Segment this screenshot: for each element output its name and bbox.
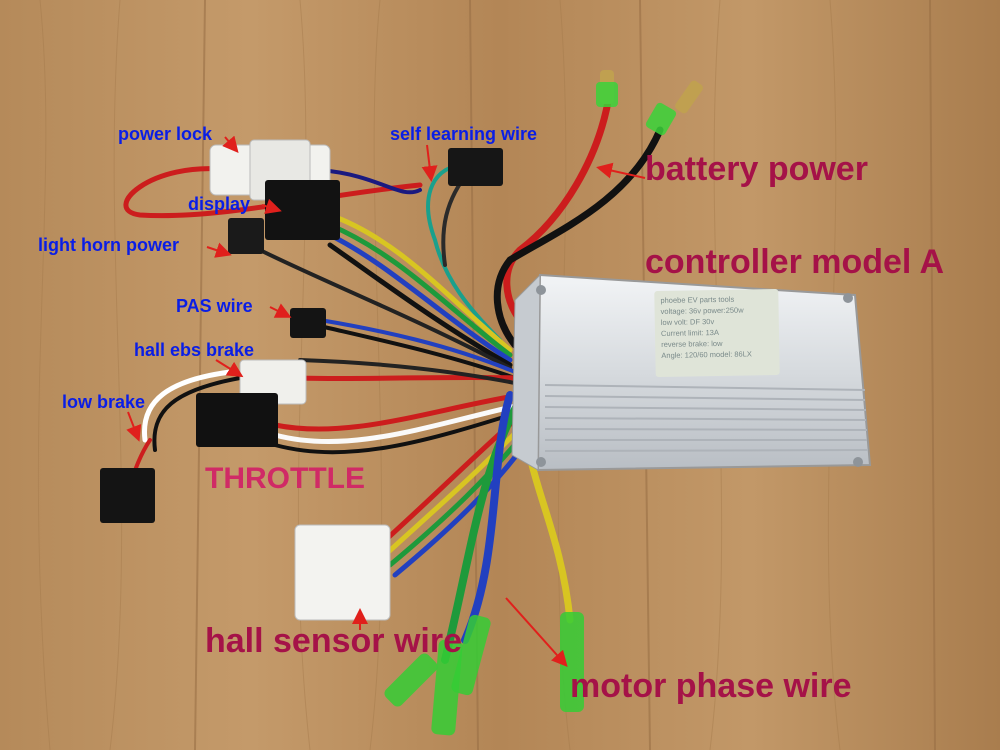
- label-battery-power: battery power: [645, 150, 868, 188]
- label-throttle: THROTTLE: [205, 462, 365, 495]
- label-hall-sensor-wire: hall sensor wire: [205, 622, 462, 660]
- sticker-line: Angle: 120/60 model: 86LX: [661, 349, 752, 360]
- label-motor-phase-wire: motor phase wire: [570, 667, 852, 705]
- label-display: display: [188, 194, 251, 214]
- label-hall-ebs-brake: hall ebs brake: [134, 340, 255, 360]
- label-light-horn-power: light horn power: [38, 235, 179, 255]
- label-low-brake: low brake: [62, 392, 146, 412]
- connectors: [100, 70, 703, 736]
- label-power-lock: power lock: [118, 124, 213, 144]
- wire-harness: [123, 86, 664, 664]
- annotation-arrows: [126, 135, 646, 667]
- label-controller-model: controller model A: [645, 243, 945, 281]
- label-self-learning-wire: self learning wire: [390, 124, 538, 144]
- label-pas-wire: PAS wire: [176, 296, 253, 316]
- spec-sticker: phoebe EV parts tools voltage: 36v power…: [654, 288, 780, 378]
